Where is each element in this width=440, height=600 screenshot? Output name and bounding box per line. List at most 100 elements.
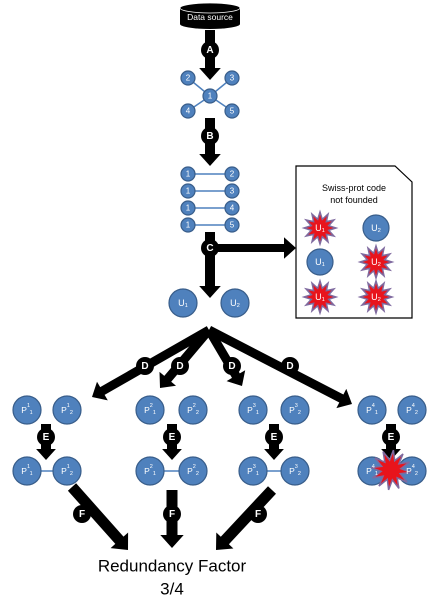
protein-top-right-node (397, 395, 427, 425)
data-source-cylinder (180, 8, 240, 29)
step-d (281, 357, 299, 375)
step-d-label: D (141, 361, 148, 372)
pair-right-label: 3 (230, 187, 235, 196)
protein-bottom-right-label: P12 (61, 464, 73, 477)
uniprot-right-label: U2 (230, 298, 240, 309)
shape-layer (12, 2, 427, 523)
result-title: Redundancy Factor (98, 557, 247, 576)
pair-right-node (224, 200, 240, 216)
swissprot-item-label: U1 (315, 292, 325, 303)
step-e (265, 428, 283, 446)
protein-bottom-right-node (52, 456, 82, 486)
uniprot-left-label: U1 (178, 298, 188, 309)
step-a (201, 41, 219, 59)
step-b (201, 127, 219, 145)
protein-top-left-label: P11 (21, 403, 32, 416)
graph-node-label: 3 (230, 74, 235, 83)
step-e (382, 428, 400, 446)
step-d (223, 357, 241, 375)
step-b-label: B (206, 131, 213, 142)
graph-node-label: 5 (230, 107, 235, 116)
swissprot-item-star (301, 209, 339, 247)
graph-node (180, 70, 196, 86)
arrow-c-right (210, 237, 296, 259)
protein-bottom-left-label: P11 (21, 464, 32, 477)
step-d (171, 357, 189, 375)
step-d (136, 357, 154, 375)
step-e-label: E (271, 432, 278, 443)
pair-right-node (224, 166, 240, 182)
protein-bottom-right-node (178, 456, 208, 486)
protein-top-left-node (12, 395, 42, 425)
pair-right-node (224, 183, 240, 199)
pair-left-label: 1 (186, 221, 191, 230)
pair-left-label: 1 (186, 187, 191, 196)
graph-center-label: 1 (208, 92, 213, 101)
graph-center-node (202, 88, 218, 104)
step-f (163, 505, 181, 523)
step-e (37, 428, 55, 446)
step-e-label: E (169, 432, 176, 443)
uniprot-left-node (168, 288, 198, 318)
protein-bottom-left-label: P41 (366, 464, 378, 477)
protein-top-left-node (357, 395, 387, 425)
protein-bottom-right-node (280, 456, 310, 486)
protein-bottom-right-label: P32 (289, 464, 301, 477)
graph-node (224, 70, 240, 86)
data-source-label: Data source (187, 12, 233, 22)
swissprot-title-line1: Swiss-prot code (322, 183, 386, 193)
protein-top-left-label: P41 (366, 403, 378, 416)
swissprot-item-star (301, 278, 339, 316)
arrow-d (159, 327, 213, 388)
arrow-d (206, 326, 352, 409)
swissprot-item-circle (362, 214, 390, 242)
step-c-label: C (206, 243, 213, 254)
pair-left-node (180, 166, 196, 182)
protein-top-right-label: P12 (61, 403, 73, 416)
protein-top-right-node (178, 395, 208, 425)
step-f-label: F (255, 509, 261, 520)
graph-node-label: 2 (186, 74, 191, 83)
step-f-label: F (169, 509, 175, 520)
swissprot-item-star (357, 278, 395, 316)
step-f (249, 505, 267, 523)
pair-right-node (224, 217, 240, 233)
pair-left-label: 1 (186, 204, 191, 213)
protein-bottom-left-label: P21 (144, 464, 156, 477)
step-a-label: A (206, 45, 213, 56)
protein-bottom-left-label: P31 (247, 464, 259, 477)
protein-bottom-left-node (238, 456, 268, 486)
pair-right-label: 4 (230, 204, 235, 213)
pair-left-node (180, 183, 196, 199)
protein-top-left-label: P31 (247, 403, 259, 416)
graph-node (224, 103, 240, 119)
protein-bottom-left-node (12, 456, 42, 486)
protein-bottom-right-label: P22 (187, 464, 199, 477)
step-e-label: E (388, 432, 395, 443)
protein-top-left-node (238, 395, 268, 425)
arrow-f (216, 486, 276, 550)
pair-right-label: 5 (230, 221, 235, 230)
step-d-label: D (286, 361, 293, 372)
pair-left-node (180, 217, 196, 233)
protein-top-right-node (52, 395, 82, 425)
protein-top-right-label: P32 (289, 403, 301, 416)
protein-bottom-left-node (135, 456, 165, 486)
swissprot-item-star (357, 243, 395, 281)
arrow-c-down (199, 232, 221, 298)
pair-left-node (180, 200, 196, 216)
swissprot-item-label: U2 (371, 257, 381, 268)
step-d-label: D (176, 361, 183, 372)
protein-bottom-star (370, 449, 412, 491)
step-e-label: E (43, 432, 50, 443)
swissprot-item-label: U2 (371, 292, 381, 303)
step-d-label: D (228, 361, 235, 372)
swissprot-item-label: U1 (315, 257, 325, 268)
step-e (163, 428, 181, 446)
protein-top-right-label: P42 (406, 403, 418, 416)
protein-top-right-node (280, 395, 310, 425)
graph-node (180, 103, 196, 119)
data-source-cylinder-top (179, 2, 241, 14)
protein-bottom-right-label: P42 (406, 464, 418, 477)
